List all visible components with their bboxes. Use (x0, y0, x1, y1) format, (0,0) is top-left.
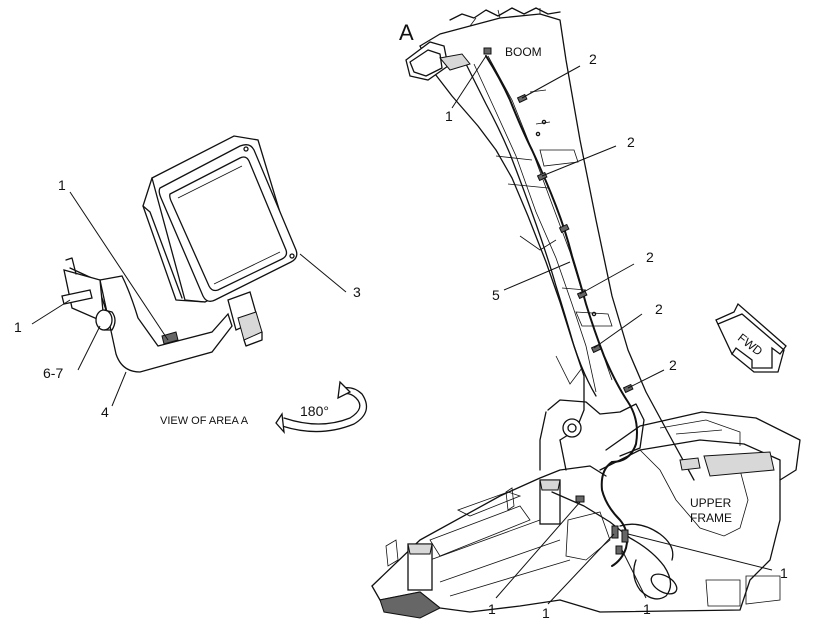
bracket-clip (161, 331, 179, 345)
lamp-bracket (99, 275, 233, 373)
upper-frame (371, 411, 801, 619)
fwd-arrow (715, 302, 787, 373)
boom-foot-pin (562, 418, 582, 438)
boom-structure (405, 7, 695, 481)
rotation-label: 180° (300, 403, 329, 419)
callout-lamp-1-left: 1 (14, 319, 22, 335)
lamp-leaders (31, 191, 347, 407)
callout-boom-2d: 2 (655, 301, 663, 317)
boom-leaders (451, 55, 665, 389)
lamp-assembly (61, 135, 298, 373)
lamp-lens (169, 156, 288, 292)
frame-harness (600, 461, 629, 567)
callout-lamp-1-top: 1 (58, 177, 66, 193)
frame-leaders (495, 501, 773, 605)
upper-frame-label-1: UPPER (690, 496, 732, 510)
callout-frame-1b: 1 (542, 605, 550, 621)
callout-boom-2b: 2 (627, 134, 635, 150)
callout-boom-1: 1 (445, 108, 453, 124)
upper-frame-label-2: FRAME (690, 511, 732, 525)
callout-frame-1d: 1 (780, 565, 788, 581)
rotation-arrow (275, 380, 368, 434)
boom-label: BOOM (505, 45, 542, 59)
callout-numbers: 1 2 2 2 2 2 5 1 1 1 1 1 1 3 6-7 4 (14, 51, 788, 621)
view-marker-a: A (399, 20, 414, 45)
callout-boom-5: 5 (492, 287, 500, 303)
callout-boom-2c: 2 (646, 249, 654, 265)
callout-frame-1a: 1 (488, 601, 496, 617)
callout-frame-1c: 1 (643, 601, 651, 617)
view-caption: VIEW OF AREA A (160, 415, 249, 427)
boom-harness (485, 55, 638, 463)
lamp-housing-side (142, 177, 206, 303)
callout-boom-2a: 2 (589, 51, 597, 67)
callout-boom-2e: 2 (669, 357, 677, 373)
bracket-spacer (95, 309, 113, 331)
callout-lamp-4: 4 (101, 404, 109, 420)
callout-lamp-3: 3 (353, 284, 361, 300)
callout-lamp-67: 6-7 (43, 365, 63, 381)
